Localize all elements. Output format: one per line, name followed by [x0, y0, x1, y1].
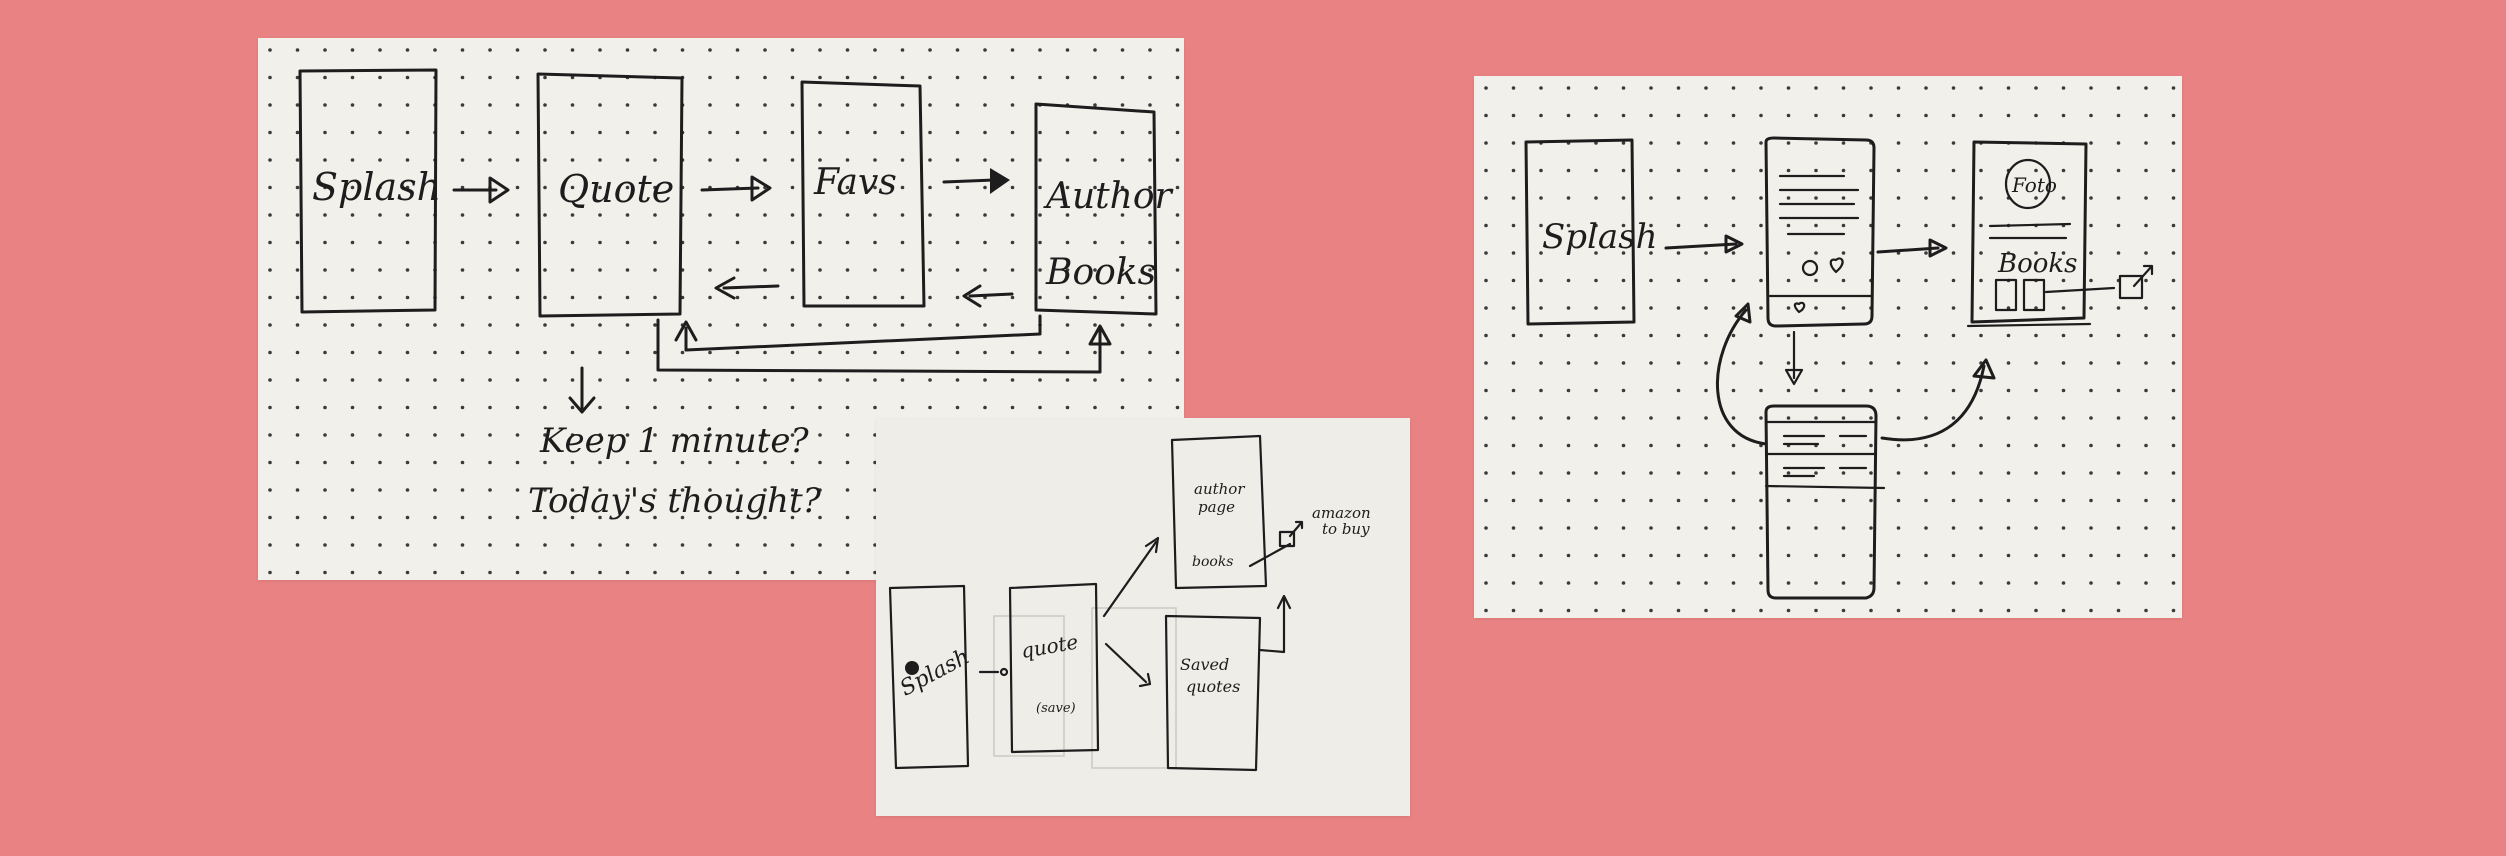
arrow-head	[1734, 302, 1752, 324]
foto-label: Foto	[2011, 173, 2057, 197]
author-label: Author	[1043, 176, 1174, 217]
arrow-books-to-store	[2044, 286, 2116, 294]
author-page-label-line2: page	[1198, 498, 1235, 516]
faint-outline	[1091, 607, 1177, 769]
arrow-books-to-amazon	[1248, 542, 1292, 568]
external-link-arrow	[2132, 264, 2154, 288]
quote-screen-box	[536, 72, 684, 318]
faint-outline	[993, 615, 1065, 757]
arrow-head-8	[568, 396, 596, 414]
arrow-head	[1724, 234, 1744, 254]
list-divider	[1764, 484, 1886, 490]
saved-quotes-label-line1: Saved	[1180, 655, 1229, 674]
arrow-head	[999, 667, 1009, 677]
arrow-splash-to-quote	[1664, 242, 1738, 250]
quote-save-label: (save)	[1036, 701, 1076, 716]
sketch-3-drawing: Splash Foto Books	[1474, 76, 2182, 618]
sketch-1-paper: Splash Quote Favs Author Books Keep 1 mi…	[258, 38, 1184, 580]
note-keep-1-minute: Keep 1 minute?	[539, 421, 809, 461]
arrow-head	[1928, 238, 1948, 258]
foto-avatar-circle	[2004, 158, 2052, 210]
arrow-head-4	[714, 276, 736, 300]
author-page-label-line1: author	[1194, 480, 1245, 498]
underline	[1966, 322, 2092, 328]
arrow-head	[1144, 536, 1160, 554]
splash-label: Splash	[1542, 217, 1658, 257]
return-loop-author-to-quote	[684, 314, 1042, 352]
author-books-screen-box	[1034, 102, 1158, 316]
amazon-label-line2: to buy	[1322, 520, 1370, 538]
saved-quotes-label-line2: quotes	[1186, 677, 1240, 696]
favs-screen-box	[800, 80, 926, 308]
splash-screen-box	[888, 584, 970, 770]
quote-label: Quote	[558, 167, 674, 211]
arrow-head-2	[750, 175, 772, 202]
quote-screen-box	[1008, 582, 1100, 754]
splash-screen-box	[1524, 138, 1636, 326]
external-link-icon	[2118, 274, 2144, 300]
list-item-line	[1782, 434, 1826, 446]
arrow-head-5	[962, 284, 982, 308]
arrow-head	[1138, 672, 1152, 688]
bio-line	[1988, 222, 2072, 228]
splash-label: Splash	[312, 165, 441, 209]
arrow-author-back-to-favs	[968, 292, 1014, 298]
arrow-head	[1972, 358, 1996, 380]
arrow-quote-to-saved	[1104, 642, 1148, 684]
favs-label: Favs	[813, 162, 897, 203]
arrow-head	[1276, 594, 1292, 610]
sketch-3-paper: Splash Foto Books	[1474, 76, 2182, 618]
saved-quotes-phone-box	[1764, 404, 1878, 600]
return-loop-outer	[656, 318, 1102, 374]
arrow-saved-to-author	[1258, 596, 1286, 654]
quote-phone-box	[1764, 136, 1876, 328]
arrow-favs-back-to-quote	[722, 284, 780, 290]
sketch-2-drawing: Splash quote (save) author page books am…	[888, 434, 1371, 772]
dot-grid	[1474, 76, 2182, 618]
tabbar-heart-icon	[1793, 301, 1806, 314]
arrow-head-7	[1088, 324, 1112, 346]
book-cover	[2022, 278, 2046, 312]
books-label: Books	[1997, 249, 2078, 279]
books-label: Books	[1045, 252, 1156, 293]
arrow-favs-to-author	[942, 178, 996, 184]
author-page-box	[1970, 140, 2088, 324]
scribble-mark	[905, 661, 919, 675]
note-todays-thought: Today's thought?	[528, 481, 822, 521]
external-link-arrow	[1288, 520, 1304, 538]
list-item-line	[1782, 466, 1826, 478]
arrow-quote-to-author	[1102, 540, 1158, 618]
arrow-head-3	[990, 168, 1010, 194]
sketch-2-paper: Splash quote (save) author page books am…	[876, 418, 1410, 816]
refresh-icon	[1801, 259, 1819, 277]
amazon-label-line1: amazon	[1312, 504, 1371, 522]
arrow-curve-saved-to-quote	[1715, 308, 1768, 446]
arrow-quote-to-author	[1876, 246, 1940, 254]
saved-quotes-box	[1164, 614, 1262, 772]
arrow-head-6	[674, 320, 698, 342]
book-cover	[1994, 278, 2018, 312]
arrow-quote-to-favs	[700, 186, 760, 192]
arrow-head	[1784, 368, 1804, 386]
author-page-box	[1170, 434, 1268, 590]
heart-icon	[1829, 257, 1844, 274]
external-link-icon	[1278, 530, 1296, 548]
books-label: books	[1192, 554, 1234, 570]
arrow-curve-saved-to-author	[1880, 364, 1986, 442]
arrow-head-1	[488, 176, 510, 204]
splash-screen-box	[298, 68, 438, 314]
quote-label: quote	[1019, 629, 1080, 663]
